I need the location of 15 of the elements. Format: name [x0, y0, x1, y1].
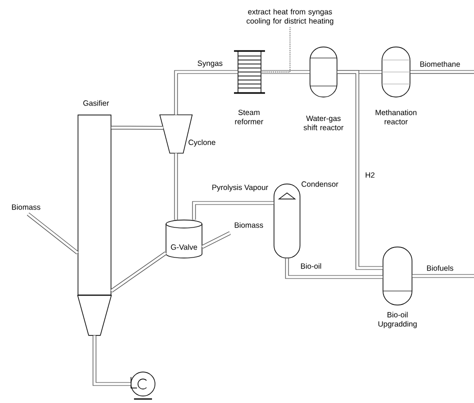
pipe-line: [412, 274, 474, 278]
pipe-line: [174, 70, 238, 115]
pipe-line: [337, 70, 383, 270]
pipe-line: [110, 252, 167, 292]
pipe-line: [410, 70, 474, 74]
pipe-line: [192, 201, 274, 220]
pipe-line: [92, 335, 131, 386]
pipe-line: [201, 231, 231, 249]
pipe-line: [111, 126, 164, 130]
pipe-line: [174, 153, 178, 220]
pipe-line: [285, 258, 383, 279]
blower-drawing: [130, 372, 156, 400]
leader-line: [260, 26, 290, 72]
pipe-line: [26, 212, 79, 254]
pipe-line: [261, 70, 310, 74]
